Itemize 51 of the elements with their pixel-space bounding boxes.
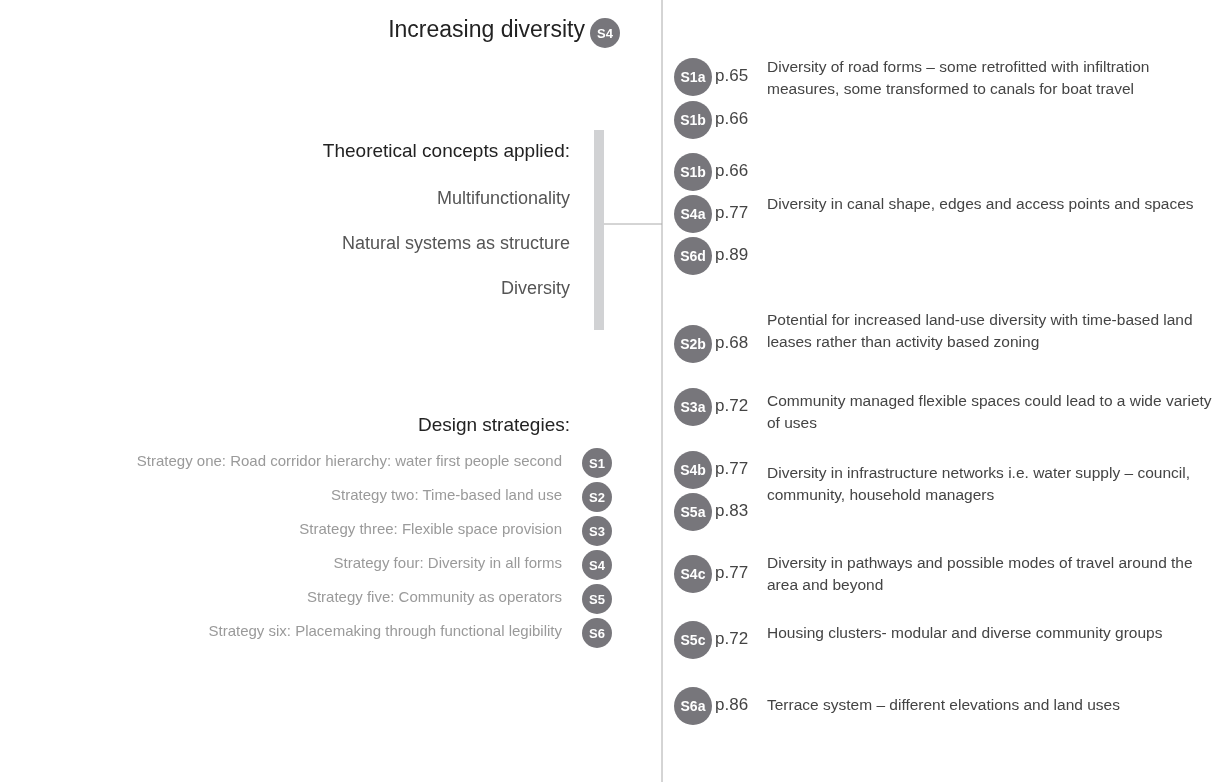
number-badge: S2b — [674, 325, 712, 363]
strategy-name: Strategy five: Community as operators — [305, 588, 562, 605]
description: Community managed flexible spaces could lead to a wide variety of uses — [767, 391, 1213, 434]
section-heading: Theoretical concepts applied: — [321, 139, 570, 163]
number-badge: S1b — [674, 153, 712, 191]
page-number: p.83 — [715, 501, 749, 521]
description: Diversity in pathways and possible modes of travel around the area and beyond — [767, 553, 1194, 596]
strategy-name: Strategy four: Diversity in all forms — [332, 554, 562, 571]
number-badge: S4 — [590, 18, 620, 48]
strategy-name: Strategy three: Flexible space provision — [298, 520, 562, 537]
concept-item: Natural systems as structure — [340, 232, 570, 255]
concept-item: Diversity — [500, 277, 570, 300]
strategy-name: Strategy six: Placemaking through functional legibility — [207, 622, 562, 639]
concept-item: Multifunctionality — [435, 187, 570, 210]
description: Diversity of road forms – some retrofitted with infiltration measures, some transformed to canals for boat travel — [767, 57, 1151, 100]
page-number: p.68 — [715, 333, 749, 353]
number-badge: S5c — [674, 621, 712, 659]
number-badge: S5 — [582, 584, 612, 614]
strategy-name: Strategy two: Time-based land use — [330, 486, 562, 503]
number-badge: S3a — [674, 388, 712, 426]
page-number: p.72 — [715, 396, 749, 416]
page-number: p.65 — [715, 66, 749, 86]
description: Diversity in canal shape, edges and access points and spaces — [767, 194, 1195, 214]
number-badge: S3 — [582, 516, 612, 546]
number-badge: S1 — [582, 448, 612, 478]
page-number: p.77 — [715, 459, 749, 479]
section-heading: Design strategies: — [416, 413, 570, 437]
page-number: p.89 — [715, 245, 749, 265]
description: Housing clusters- modular and diverse community groups — [767, 623, 1164, 643]
page-number: p.77 — [715, 203, 749, 223]
description: Diversity in infrastructure networks i.e. water supply – council, community, household managers — [767, 463, 1191, 506]
page-number: p.86 — [715, 695, 749, 715]
number-badge: S1a — [674, 58, 712, 96]
number-badge: S4 — [582, 550, 612, 580]
number-badge: S4c — [674, 555, 712, 593]
number-badge: S6d — [674, 237, 712, 275]
page-number: p.72 — [715, 629, 749, 649]
number-badge: S5a — [674, 493, 712, 531]
description: Potential for increased land-use diversity with time-based land leases rather than activity based zoning — [767, 310, 1194, 353]
number-badge: S4b — [674, 451, 712, 489]
number-badge: S6 — [582, 618, 612, 648]
page-number: p.77 — [715, 563, 749, 583]
page-number: p.66 — [715, 109, 749, 129]
number-badge: S2 — [582, 482, 612, 512]
number-badge: S1b — [674, 101, 712, 139]
description: Terrace system – different elevations and land uses — [767, 695, 1121, 715]
number-badge: S4a — [674, 195, 712, 233]
page-number: p.66 — [715, 161, 749, 181]
strategy-name: Strategy one: Road corridor hierarchy: water first people second — [135, 452, 562, 469]
heading: Increasing diversity — [387, 16, 585, 43]
number-badge: S6a — [674, 687, 712, 725]
